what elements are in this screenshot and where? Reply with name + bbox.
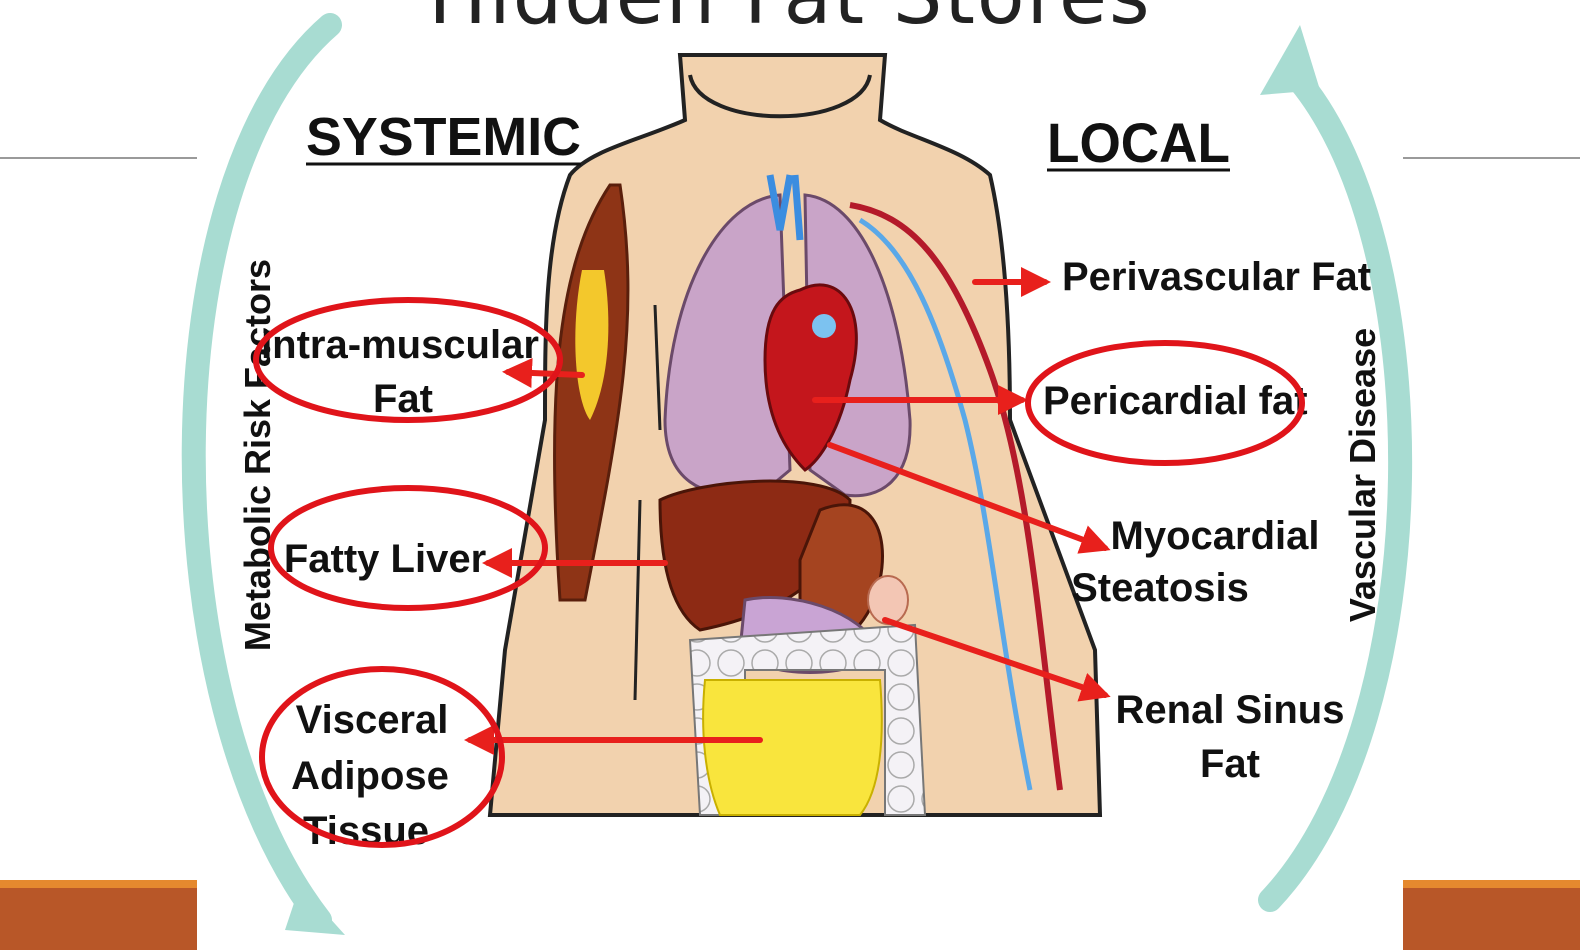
label-visceral-line2: Adipose (291, 754, 449, 798)
right-cycle-arrowhead (1260, 25, 1320, 95)
header-local: LOCAL (1047, 111, 1230, 174)
label-pericardial: Pericardial fat (1043, 379, 1308, 423)
label-perivascular: Perivascular Fat (1062, 255, 1371, 299)
arrow-intra-muscular (508, 372, 582, 375)
side-label-vascular: Vascular Disease (1342, 328, 1383, 622)
label-fatty-liver: Fatty Liver (284, 537, 486, 581)
label-myocardial-line1: Myocardial (1111, 514, 1320, 558)
header-systemic: SYSTEMIC (306, 107, 581, 167)
label-renal-line2: Fat (1200, 742, 1260, 786)
label-visceral-line1: Visceral (296, 698, 449, 742)
label-myocardial-line2: Steatosis (1071, 566, 1249, 610)
label-intra-muscular-line1: Intra-muscular (261, 323, 539, 367)
kidney (868, 576, 908, 624)
side-label-metabolic: Metabolic Risk Factors (237, 259, 278, 651)
label-intra-muscular-line2: Fat (373, 377, 433, 421)
visceral-fat-block (703, 680, 882, 815)
label-renal-line1: Renal Sinus (1116, 688, 1345, 732)
